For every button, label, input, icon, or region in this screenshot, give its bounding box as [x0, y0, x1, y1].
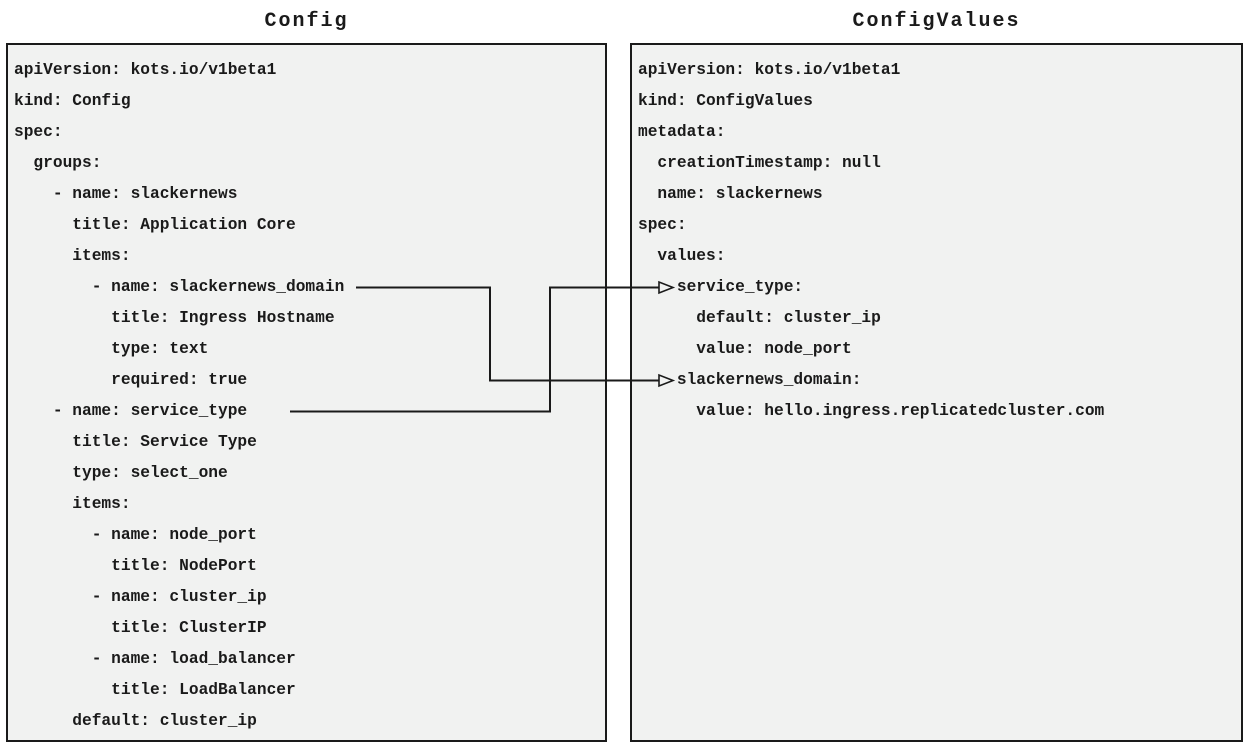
config-panel: apiVersion: kots.io/v1beta1 kind: Config s…	[6, 43, 607, 742]
code-line: items:	[14, 495, 131, 513]
config-panel-title: Config	[264, 10, 349, 33]
code-line: spec:	[14, 123, 63, 141]
code-line: title: Service Type	[14, 433, 257, 451]
code-line: service_type:	[638, 278, 804, 296]
code-line: name: slackernews	[638, 185, 823, 203]
code-line: required: true	[14, 371, 248, 389]
code-line: slackernews_domain:	[638, 371, 862, 389]
configvalues-panel-title: ConfigValues	[852, 10, 1021, 33]
code-line: kind: ConfigValues	[638, 92, 813, 110]
code-line: type: text	[14, 340, 209, 358]
code-line: title: Application Core	[14, 216, 296, 234]
code-line: kind: Config	[14, 92, 131, 110]
code-line: groups:	[14, 154, 102, 172]
code-line: apiVersion: kots.io/v1beta1	[14, 61, 277, 79]
code-line: value: hello.ingress.replicatedcluster.c…	[638, 402, 1105, 420]
code-line: values:	[638, 247, 726, 265]
code-line: - name: node_port	[14, 526, 257, 544]
code-line: title: ClusterIP	[14, 619, 267, 637]
code-line: apiVersion: kots.io/v1beta1	[638, 61, 901, 79]
code-line: value: node_port	[638, 340, 852, 358]
config-yaml-code: apiVersion: kots.io/v1beta1 kind: Config s…	[8, 45, 605, 737]
code-line: default: cluster_ip	[14, 712, 257, 730]
code-line: - name: slackernews_domain	[14, 278, 345, 296]
code-line: - name: slackernews	[14, 185, 238, 203]
code-line: metadata:	[638, 123, 726, 141]
code-line: - name: service_type	[14, 402, 248, 420]
code-line: title: NodePort	[14, 557, 257, 575]
code-line: - name: cluster_ip	[14, 588, 267, 606]
code-line: title: Ingress Hostname	[14, 309, 335, 327]
configvalues-panel: apiVersion: kots.io/v1beta1 kind: ConfigV…	[630, 43, 1243, 742]
code-line: creationTimestamp: null	[638, 154, 881, 172]
code-line: type: select_one	[14, 464, 228, 482]
configvalues-yaml-code: apiVersion: kots.io/v1beta1 kind: ConfigV…	[632, 45, 1241, 427]
code-line: items:	[14, 247, 131, 265]
code-line: spec:	[638, 216, 687, 234]
code-line: default: cluster_ip	[638, 309, 881, 327]
code-line: title: LoadBalancer	[14, 681, 296, 699]
code-line: - name: load_balancer	[14, 650, 296, 668]
